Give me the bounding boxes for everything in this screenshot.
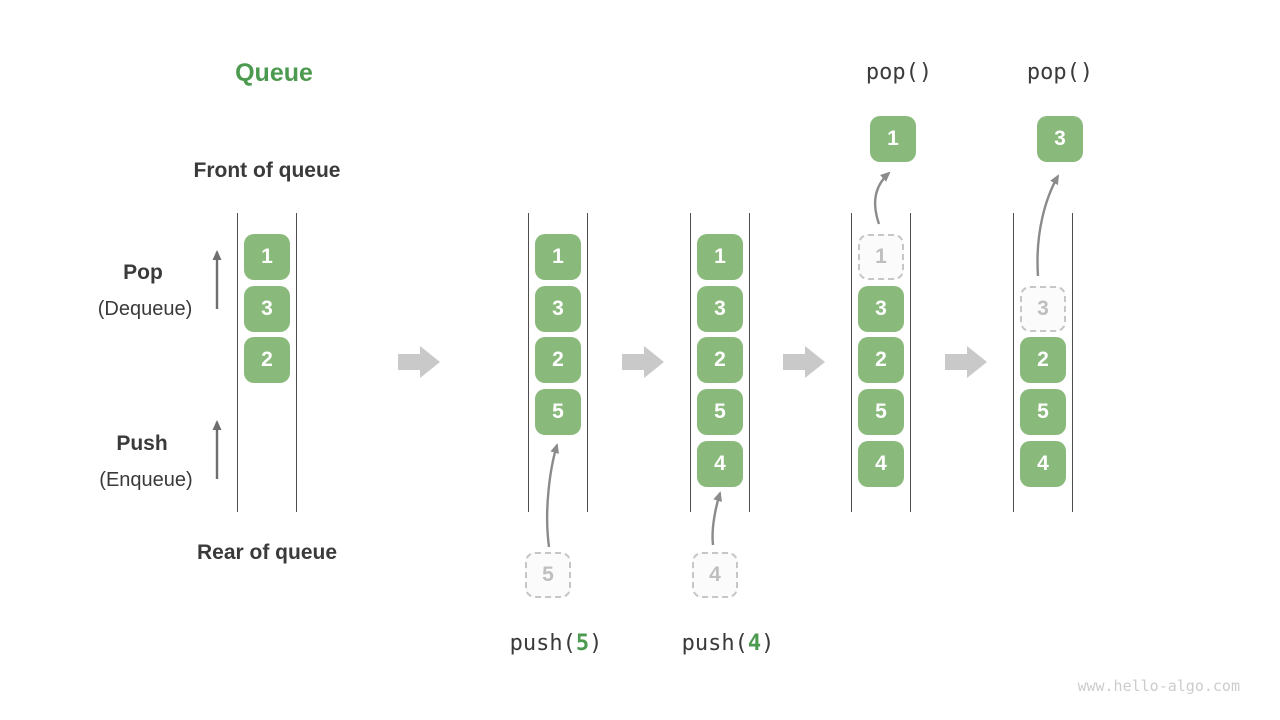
popped-cell: 1 — [870, 116, 916, 162]
push-fn-text: push( — [681, 631, 748, 656]
transition-arrow-icon — [945, 346, 987, 378]
queue-cell: 2 — [244, 337, 290, 383]
pop-call-label: pop() — [1026, 60, 1094, 85]
queue-state-after-pop-1: 1 3 2 5 4 — [851, 213, 911, 512]
queue-cell: 5 — [858, 389, 904, 435]
dequeue-label: (Dequeue) — [97, 298, 193, 320]
queue-cell: 4 — [697, 441, 743, 487]
queue-cell: 5 — [1020, 389, 1066, 435]
transition-arrow-icon — [398, 346, 440, 378]
queue-cell: 2 — [1020, 337, 1066, 383]
push-arg-text: 5 — [575, 631, 590, 656]
rear-of-queue-label: Rear of queue — [196, 541, 338, 564]
push-label: Push — [116, 432, 168, 455]
queue-cell: 2 — [858, 337, 904, 383]
pop-label: Pop — [123, 261, 163, 284]
transition-arrow-icon — [783, 346, 825, 378]
ghost-cell: 1 — [858, 234, 904, 280]
queue-cell: 3 — [858, 286, 904, 332]
pop-call-label: pop() — [865, 60, 933, 85]
queue-cell: 4 — [1020, 441, 1066, 487]
queue-cell: 3 — [535, 286, 581, 332]
queue-state-initial: 1 3 2 — [237, 213, 297, 512]
pending-push-cell: 4 — [692, 552, 738, 598]
diagram-title: Queue — [235, 59, 313, 87]
queue-cell: 5 — [535, 389, 581, 435]
queue-cell: 1 — [697, 234, 743, 280]
queue-cell: 3 — [697, 286, 743, 332]
popped-cell: 3 — [1037, 116, 1083, 162]
queue-cell: 2 — [697, 337, 743, 383]
transition-arrow-icon — [622, 346, 664, 378]
queue-state-after-pop-3: 3 2 5 4 — [1013, 213, 1073, 512]
push-close-text: ) — [761, 631, 775, 656]
queue-cell: 1 — [244, 234, 290, 280]
enqueue-label: (Enqueue) — [99, 469, 193, 491]
pending-push-cell: 5 — [525, 552, 571, 598]
queue-state-after-push-4: 1 3 2 5 4 — [690, 213, 750, 512]
queue-state-after-push-5: 1 3 2 5 — [528, 213, 588, 512]
push-5-call-label: push(5) — [510, 631, 603, 656]
push-arg-text: 4 — [747, 631, 762, 656]
watermark: www.hello-algo.com — [1077, 677, 1240, 695]
front-of-queue-label: Front of queue — [193, 159, 341, 182]
push-4-call-label: push(4) — [682, 631, 775, 656]
push-fn-text: push( — [509, 631, 576, 656]
queue-cell: 4 — [858, 441, 904, 487]
queue-cell: 5 — [697, 389, 743, 435]
ghost-cell: 3 — [1020, 286, 1066, 332]
push-close-text: ) — [589, 631, 603, 656]
queue-cell: 2 — [535, 337, 581, 383]
queue-cell: 3 — [244, 286, 290, 332]
queue-cell: 1 — [535, 234, 581, 280]
